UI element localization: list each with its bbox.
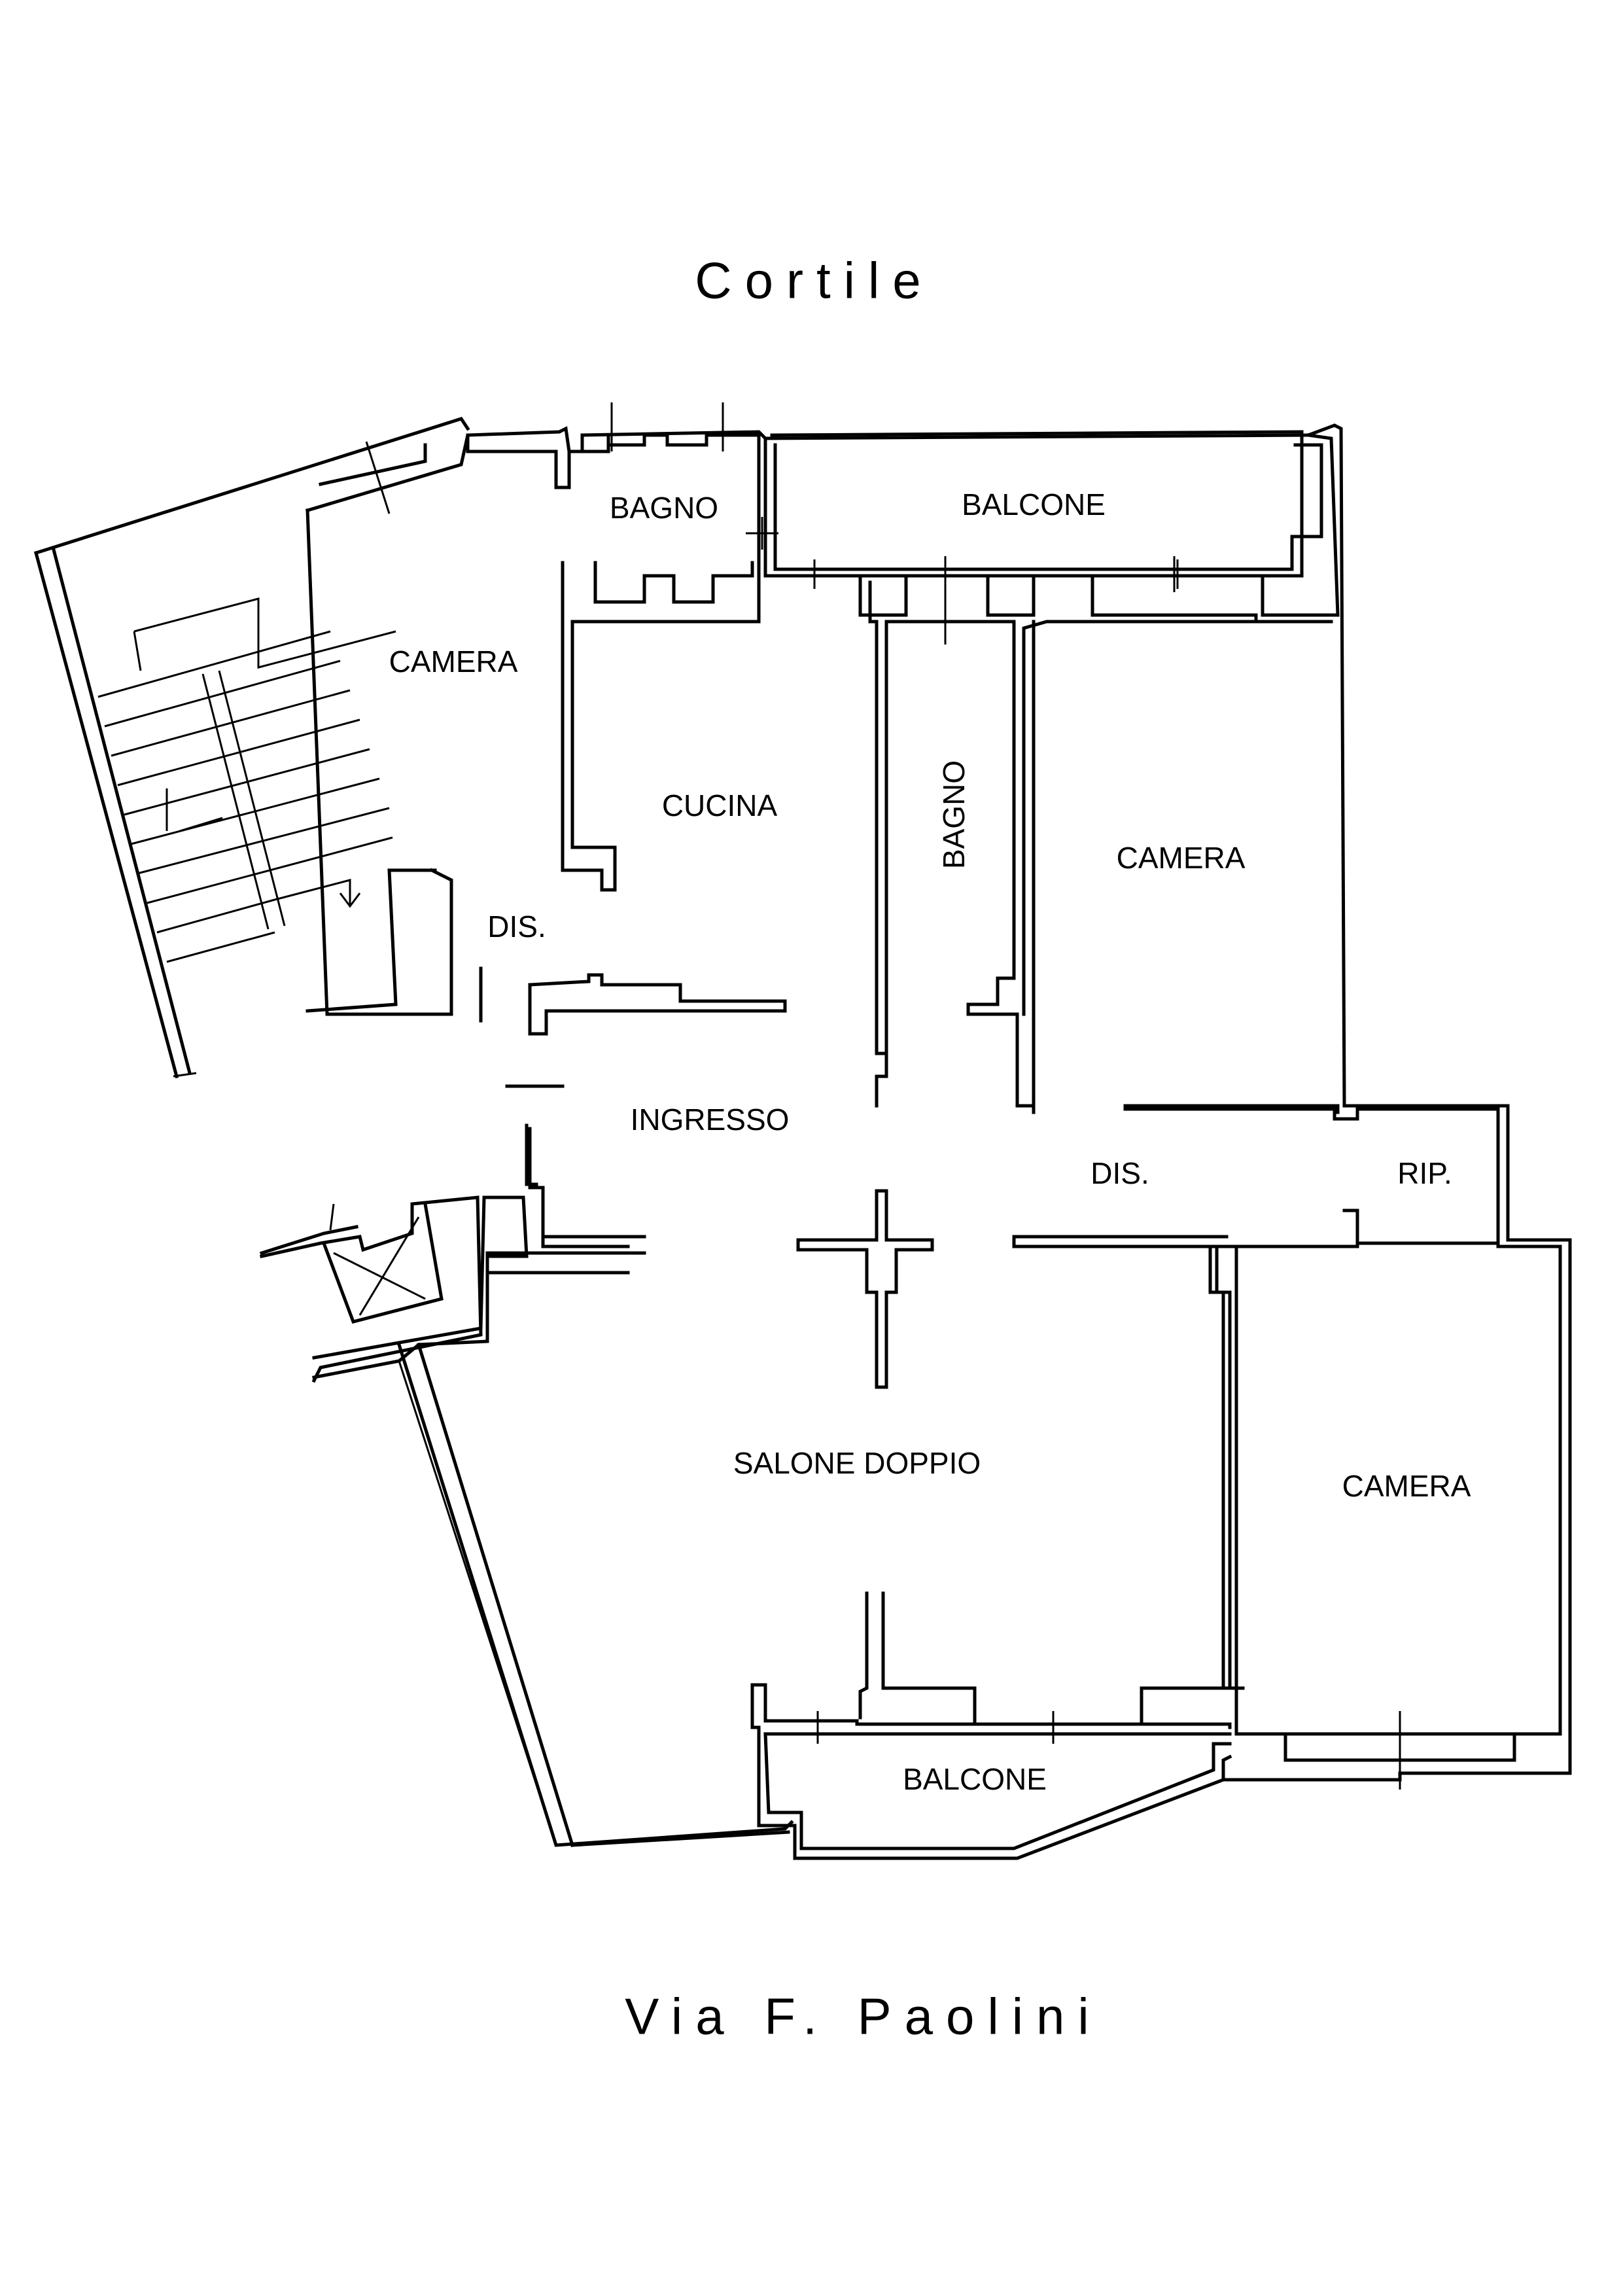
- room-label-cucina: CUCINA: [662, 788, 778, 822]
- room-label-dis-w: DIS.: [487, 910, 546, 944]
- room-label-salone: SALONE DOPPIO: [733, 1446, 981, 1480]
- room-label-balcone-bottom: BALCONE: [903, 1762, 1047, 1796]
- room-label-camera-ne: CAMERA: [1117, 841, 1246, 875]
- room-label-camera-nw: CAMERA: [389, 645, 518, 679]
- room-label-balcone-top: BALCONE: [962, 487, 1106, 521]
- room-label-dis-e: DIS.: [1091, 1156, 1149, 1190]
- rip-walls: [1012, 1104, 1500, 1736]
- staircase: [33, 417, 470, 1079]
- room-label-ingresso: INGRESSO: [631, 1103, 790, 1137]
- interior-walls-south: [485, 1127, 1232, 1726]
- room-label-bagno-mid: BAGNO: [937, 760, 971, 869]
- street-label-cortile: Cortile: [695, 252, 934, 309]
- street-label-via-paolini: Via F. Paolini: [625, 1988, 1102, 2045]
- room-label-camera-se: CAMERA: [1342, 1469, 1471, 1503]
- room-label-bagno-top: BAGNO: [610, 491, 718, 525]
- room-label-rip: RIP.: [1397, 1156, 1452, 1190]
- interior-walls-north: [479, 556, 1340, 1186]
- bagno-top-walls: [466, 402, 778, 892]
- balcone-bottom-walls: [750, 1683, 1232, 1860]
- camera-se-walls: [1234, 1245, 1562, 1790]
- exterior-walls: [259, 423, 1572, 1848]
